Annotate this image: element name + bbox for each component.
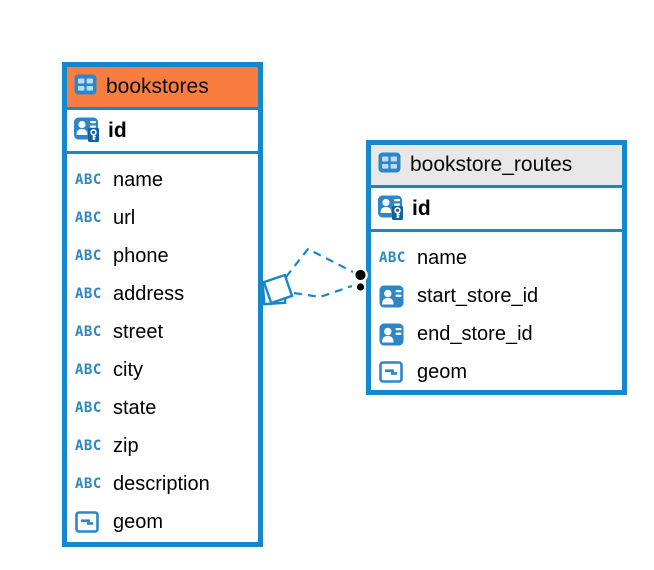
column-row-name[interactable]: ABC name [67, 161, 258, 199]
column-row-description[interactable]: ABC description [67, 465, 258, 503]
column-label: end_store_id [417, 322, 533, 345]
table-bookstores-header[interactable]: bookstores [67, 67, 258, 110]
relationship-line-upper[interactable] [285, 247, 354, 278]
column-label: phone [113, 244, 169, 267]
dot-marker-lower [354, 281, 367, 293]
table-grid-icon [378, 152, 401, 178]
text-type-icon: ABC [75, 401, 113, 415]
person-key-icon [377, 193, 404, 225]
column-row-routes-id[interactable]: id [371, 188, 622, 232]
table-routes-columns: ABC name start_store_id [371, 232, 622, 391]
column-row-street[interactable]: ABC street [67, 313, 258, 351]
column-row-phone[interactable]: ABC phone [67, 237, 258, 275]
column-label: url [113, 206, 136, 229]
column-row-address[interactable]: ABC address [67, 275, 258, 313]
column-row-start-store-id[interactable]: start_store_id [371, 277, 622, 315]
abc-glyph: ABC [75, 438, 102, 454]
dot-marker-upper [353, 267, 368, 283]
column-row-bookstores-id[interactable]: id [67, 110, 258, 154]
column-label: name [113, 168, 164, 191]
abc-glyph: ABC [75, 400, 102, 416]
column-row-zip[interactable]: ABC zip [67, 427, 258, 465]
person-card-icon-svg [379, 285, 404, 307]
table-bookstores-columns: ABC name ABC url ABC phone ABC address A… [67, 154, 258, 541]
box-dash-icon-svg [379, 361, 403, 383]
column-row-geom[interactable]: geom [371, 353, 622, 391]
text-type-icon: ABC [75, 325, 113, 339]
column-label: state [113, 396, 157, 419]
text-type-icon: ABC [75, 173, 113, 187]
table-grid-icon [74, 74, 97, 100]
table-bookstores[interactable]: bookstores id ABC name [62, 62, 263, 547]
column-label: address [113, 282, 185, 305]
column-label: name [417, 246, 468, 269]
table-bookstores-title: bookstores [106, 75, 209, 98]
text-type-icon: ABC [75, 477, 113, 491]
column-label: geom [417, 360, 468, 383]
abc-glyph: ABC [75, 172, 102, 188]
abc-glyph: ABC [75, 248, 102, 264]
column-label: zip [113, 434, 139, 457]
column-label-id: id [412, 196, 431, 220]
abc-glyph: ABC [75, 286, 102, 302]
column-row-name[interactable]: ABC name [371, 239, 622, 277]
column-row-end-store-id[interactable]: end_store_id [371, 315, 622, 353]
abc-glyph: ABC [75, 324, 102, 340]
text-type-icon: ABC [75, 249, 113, 263]
column-label: street [113, 320, 164, 343]
relationship-line-lower[interactable] [293, 284, 353, 299]
column-label: geom [113, 510, 164, 533]
text-type-icon: ABC [379, 251, 417, 265]
text-type-icon: ABC [75, 439, 113, 453]
person-card-icon [379, 323, 417, 346]
column-row-url[interactable]: ABC url [67, 199, 258, 237]
abc-glyph: ABC [75, 210, 102, 226]
column-row-geom[interactable]: geom [67, 503, 258, 541]
diamond-marker-front [262, 273, 294, 305]
abc-glyph: ABC [75, 476, 102, 492]
abc-glyph: ABC [75, 362, 102, 378]
column-row-state[interactable]: ABC state [67, 389, 258, 427]
abc-glyph: ABC [379, 250, 406, 266]
text-type-icon: ABC [75, 363, 113, 377]
column-label-id: id [108, 118, 127, 142]
column-label: description [113, 472, 210, 495]
column-label: start_store_id [417, 284, 539, 307]
geometry-type-icon [75, 511, 113, 533]
person-key-icon-svg [378, 195, 403, 220]
table-grid-icon-svg [74, 74, 97, 95]
geometry-type-icon [379, 361, 417, 383]
person-card-icon [379, 285, 417, 308]
diamond-marker-back [261, 280, 287, 306]
text-type-icon: ABC [75, 287, 113, 301]
person-card-icon-svg [379, 323, 404, 345]
text-type-icon: ABC [75, 211, 113, 225]
box-dash-icon-svg [75, 511, 99, 533]
person-key-icon [73, 115, 100, 147]
column-label: city [113, 358, 143, 381]
table-grid-icon-svg [378, 152, 401, 173]
table-bookstore-routes-header[interactable]: bookstore_routes [371, 145, 622, 188]
column-row-city[interactable]: ABC city [67, 351, 258, 389]
relationship-bookstores-routes[interactable] [261, 247, 368, 306]
table-bookstore-routes-title: bookstore_routes [410, 153, 573, 176]
table-bookstore-routes[interactable]: bookstore_routes id ABC name [366, 140, 627, 395]
person-key-icon-svg [74, 117, 99, 142]
